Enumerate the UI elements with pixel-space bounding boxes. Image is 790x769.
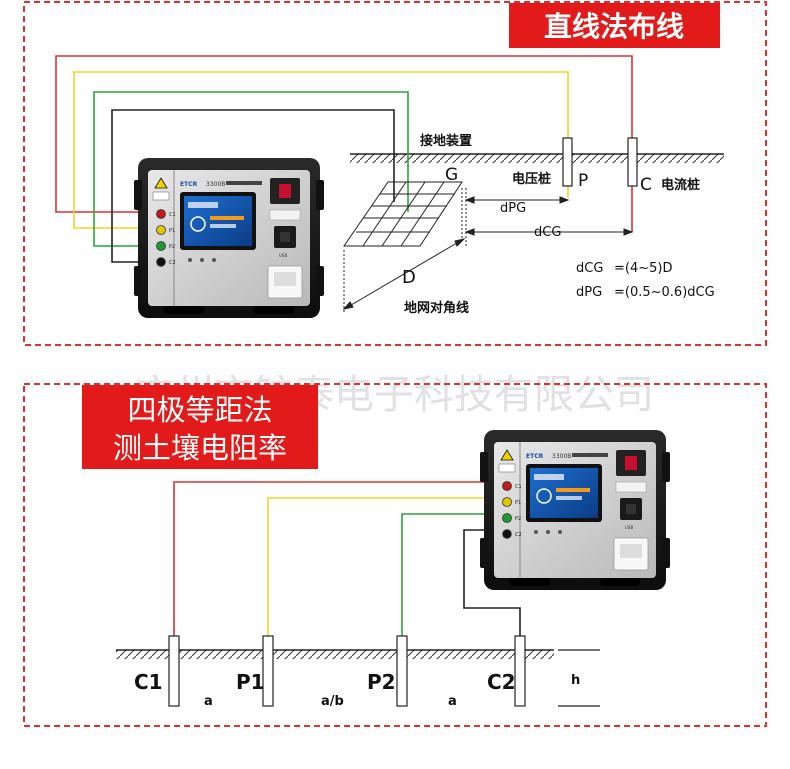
top-panel: 直线法布线 (23, 1, 767, 346)
label-current-stake: 电流桩 (661, 177, 700, 193)
wire-green-bottom (401, 513, 500, 638)
label-P2: P2 (367, 670, 396, 694)
wire-yellow-top (73, 71, 569, 229)
wire-red-top (55, 55, 633, 232)
label-a-left: a (204, 694, 213, 709)
formula-2-rhs: =(0.5~0.6)dCG (614, 285, 715, 300)
label-D: D (402, 267, 416, 288)
bottom-panel-frame (23, 383, 767, 727)
wire-black-bottom (463, 529, 521, 638)
label-grounding-device: 接地装置 (420, 133, 472, 149)
label-P1: P1 (236, 670, 265, 694)
wire-red-bottom (173, 481, 500, 638)
top-title-box (509, 3, 720, 48)
stake-C2 (514, 635, 526, 707)
label-C2: C2 (487, 670, 516, 694)
grounding-grid (343, 181, 463, 247)
top-title: 直线法布线 (544, 10, 684, 43)
label-ab: a/b (321, 694, 344, 709)
instrument-top (134, 158, 324, 318)
formula-2-lhs: dPG (576, 285, 602, 300)
label-grid-diagonal: 地网对角线 (404, 300, 469, 316)
stake-P2 (396, 635, 408, 707)
label-C: C (640, 175, 652, 195)
depth-indicator (558, 649, 600, 707)
label-G: G (445, 165, 458, 185)
stake-P1 (262, 635, 274, 707)
bottom-title-line1: 四极等距法 (127, 393, 272, 427)
top-panel-frame (23, 1, 767, 346)
ground-surface-bottom (116, 649, 554, 659)
label-dcg: dCG (534, 225, 561, 240)
wire-yellow-bottom (267, 497, 500, 638)
stake-C1 (168, 635, 180, 707)
dimension-dcg (464, 228, 634, 236)
formula-1-lhs: dCG (576, 261, 603, 276)
dimension-dpg (464, 188, 570, 246)
bottom-panel: 四极等距法 测土壤电阻率 C1 P1 P2 C2 a a/ (23, 383, 767, 727)
formula-1-rhs: =(4~5)D (614, 261, 672, 276)
label-dpg: dPG (500, 201, 526, 216)
bottom-title-box (82, 385, 318, 469)
instrument-bottom (480, 430, 670, 590)
label-P: P (578, 171, 588, 191)
label-C1: C1 (134, 670, 163, 694)
label-h: h (571, 673, 580, 688)
ground-surface-top (350, 153, 724, 163)
label-voltage-stake: 电压桩 (512, 171, 551, 187)
bottom-title-line2: 测土壤电阻率 (113, 431, 287, 465)
dimension-D (342, 188, 466, 312)
voltage-stake-P (562, 137, 573, 187)
current-stake-C (627, 137, 638, 187)
wire-black-top (111, 109, 395, 263)
label-a-right: a (448, 694, 457, 709)
